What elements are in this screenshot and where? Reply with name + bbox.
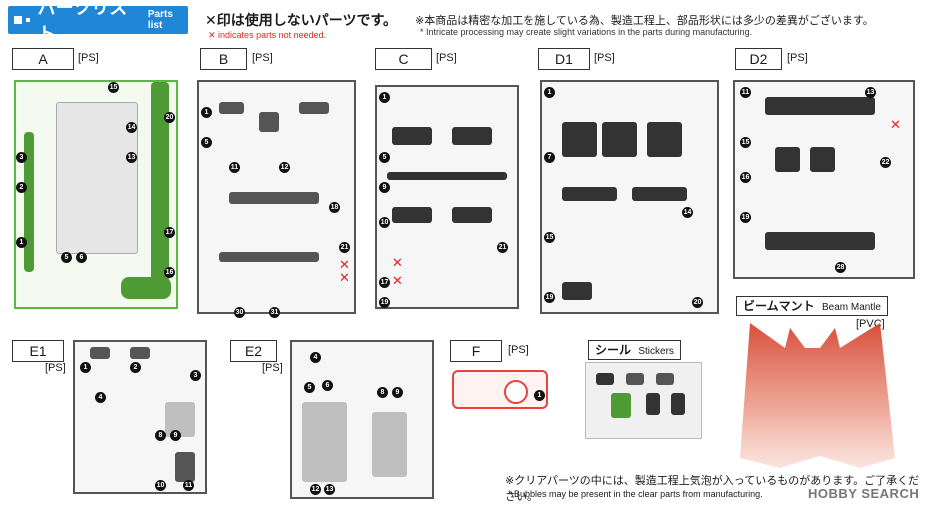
runner-c: 1 5 9 10 17 19 21 ✕ ✕ [375, 85, 519, 309]
runner-d2-label: D2 [735, 48, 782, 70]
not-needed-x-icon: ✕ [392, 273, 403, 288]
header-decoration-icon [14, 16, 22, 24]
runner-d1-material: [PS] [594, 52, 615, 64]
beam-mantle-label-en: Beam Mantle [821, 302, 881, 313]
runner-e2: 4 5 6 8 9 12 13 [290, 340, 434, 499]
runner-d1: 1 7 15 19 14 20 [540, 80, 719, 314]
parts-list-header: パーツリスト Parts list [8, 0, 188, 44]
runner-e1-label: E1 [12, 340, 64, 362]
sticker-sheet [585, 362, 702, 439]
runner-f-label: F [450, 340, 502, 362]
stickers-label: シール Stickers [588, 340, 681, 360]
runner-a-label: A [12, 48, 74, 70]
runner-e1-material: [PS] [45, 362, 66, 374]
runner-d2-material: [PS] [787, 52, 808, 64]
runner-b-label: B [200, 48, 247, 70]
bubbles-note-jp: ※クリアパーツの中には、製造工程上気泡が入っているものがあります。ご了承ください… [505, 475, 920, 503]
not-needed-x-icon: ✕ [339, 257, 350, 272]
not-needed-note-en: ✕ indicates parts not needed. [208, 30, 327, 40]
runner-e2-label: E2 [230, 340, 277, 362]
variation-note-en: * Intricate processing may create slight… [420, 27, 753, 37]
parts-list-subtitle: Parts list [147, 9, 173, 31]
beam-mantle-image [740, 323, 895, 468]
runner-d2: 11 15 16 19 28 13 ✕ 22 [733, 80, 915, 279]
parts-list-title: パーツリスト [37, 0, 128, 44]
stickers-label-en: Stickers [638, 346, 674, 357]
runner-c-label: C [375, 48, 432, 70]
watermark-logo: HOBBY SEARCH [808, 486, 920, 501]
beam-mantle-label: ビームマント Beam Mantle [736, 296, 888, 316]
runner-c-material: [PS] [436, 52, 457, 64]
variation-note-jp: ※本商品は精密な加工を施している為、製造工程上、部品形状には多少の差異がございま… [415, 15, 874, 27]
runner-e1: 1 2 3 4 8 9 10 11 [73, 340, 207, 494]
runner-b: 1 5 11 12 18 21 30 31 ✕ ✕ [197, 80, 356, 318]
not-needed-x-icon: ✕ [890, 117, 901, 132]
stickers-label-jp: シール [595, 343, 632, 357]
runner-d1-label: D1 [538, 48, 590, 70]
bubbles-note-en: * Bubbles may be present in the clear pa… [508, 489, 763, 499]
runner-a: 3 2 1 5 6 15 14 13 20 17 16 [14, 80, 178, 309]
not-needed-x-icon: ✕ [339, 270, 350, 285]
runner-f-material: [PS] [508, 344, 529, 356]
runner-b-material: [PS] [252, 52, 273, 64]
not-needed-x-icon: ✕ [392, 255, 403, 270]
beam-mantle-label-jp: ビームマント [743, 299, 815, 313]
runner-a-material: [PS] [78, 52, 99, 64]
not-needed-note-jp: ✕印は使用しないパーツです。 [205, 12, 398, 28]
runner-e2-material: [PS] [262, 362, 283, 374]
runner-f: 1 [452, 370, 548, 409]
